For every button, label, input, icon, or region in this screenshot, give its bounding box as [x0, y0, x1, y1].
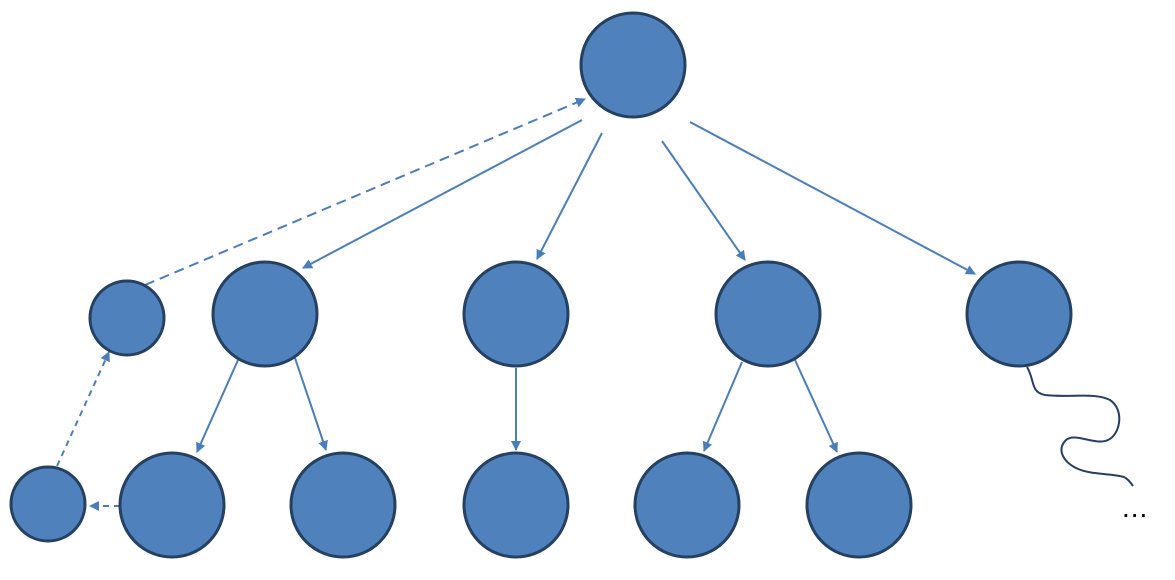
- edge-root-to-level1-node-1: [302, 119, 583, 269]
- edge-level1-node-1-to-leaf-1: [196, 359, 239, 453]
- edge-root-to-level1-node-2: [536, 132, 603, 260]
- level1-node-3: [714, 260, 822, 368]
- edge-root-to-level1-node-3: [661, 140, 746, 261]
- leaf-node-3: [462, 451, 570, 559]
- level1-node-4: [965, 260, 1073, 368]
- edge-dashed-small-node-to-root: [144, 97, 586, 286]
- nodes: [9, 11, 1073, 559]
- wavy-continuation-line: [1026, 366, 1134, 487]
- leaf-node-5: [805, 451, 913, 559]
- leaf-node-1: [118, 451, 226, 559]
- edge-level1-node-1-to-leaf-2: [294, 357, 328, 451]
- edges: [56, 97, 1134, 511]
- small-node: [88, 279, 166, 357]
- continuation-ellipsis: ...: [1122, 492, 1149, 523]
- level1-node-2: [462, 260, 570, 368]
- leaf-node-4: [633, 451, 741, 559]
- root-node: [579, 11, 687, 119]
- small-leaf-node: [9, 465, 87, 543]
- edge-dashed-small-leaf-to-small-node: [56, 351, 110, 467]
- edge-level1-node-3-to-leaf-5: [794, 359, 838, 453]
- edge-level1-node-3-to-leaf-4: [702, 361, 743, 452]
- edge-root-to-level1-node-4: [689, 121, 976, 275]
- level1-node-1: [211, 260, 319, 368]
- leaf-node-2: [289, 451, 397, 559]
